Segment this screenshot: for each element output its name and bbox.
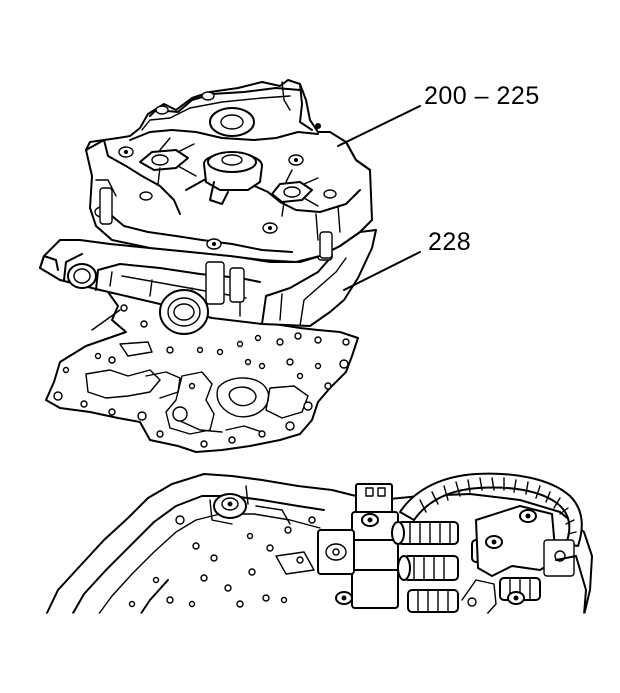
right-valve-block [461, 505, 587, 616]
spacer-plate-gasket [45, 291, 359, 453]
valve-turret [203, 151, 263, 205]
wiring-harness [399, 472, 583, 547]
callout-label-228: 228 [428, 228, 472, 256]
valve-body-bolts [94, 91, 337, 250]
valve-sleeve [229, 267, 245, 303]
end-plug-bore [159, 289, 209, 335]
right-spoke-feature [271, 169, 319, 217]
callout-label-200-225: 200 – 225 [424, 82, 540, 110]
transmission-case [44, 472, 593, 617]
accumulator-bore [209, 107, 255, 137]
case-bolt [213, 493, 247, 519]
gasket-bolt-holes [53, 304, 350, 448]
valve-sleeve [205, 261, 225, 305]
solenoid-stack [317, 483, 399, 609]
left-spoke-feature [139, 137, 197, 185]
leader-lines [337, 105, 421, 291]
leader-line-228 [343, 251, 421, 291]
valve-body-assembly [39, 79, 377, 335]
leader-line-200-225 [337, 105, 421, 147]
case-passages [128, 515, 316, 608]
